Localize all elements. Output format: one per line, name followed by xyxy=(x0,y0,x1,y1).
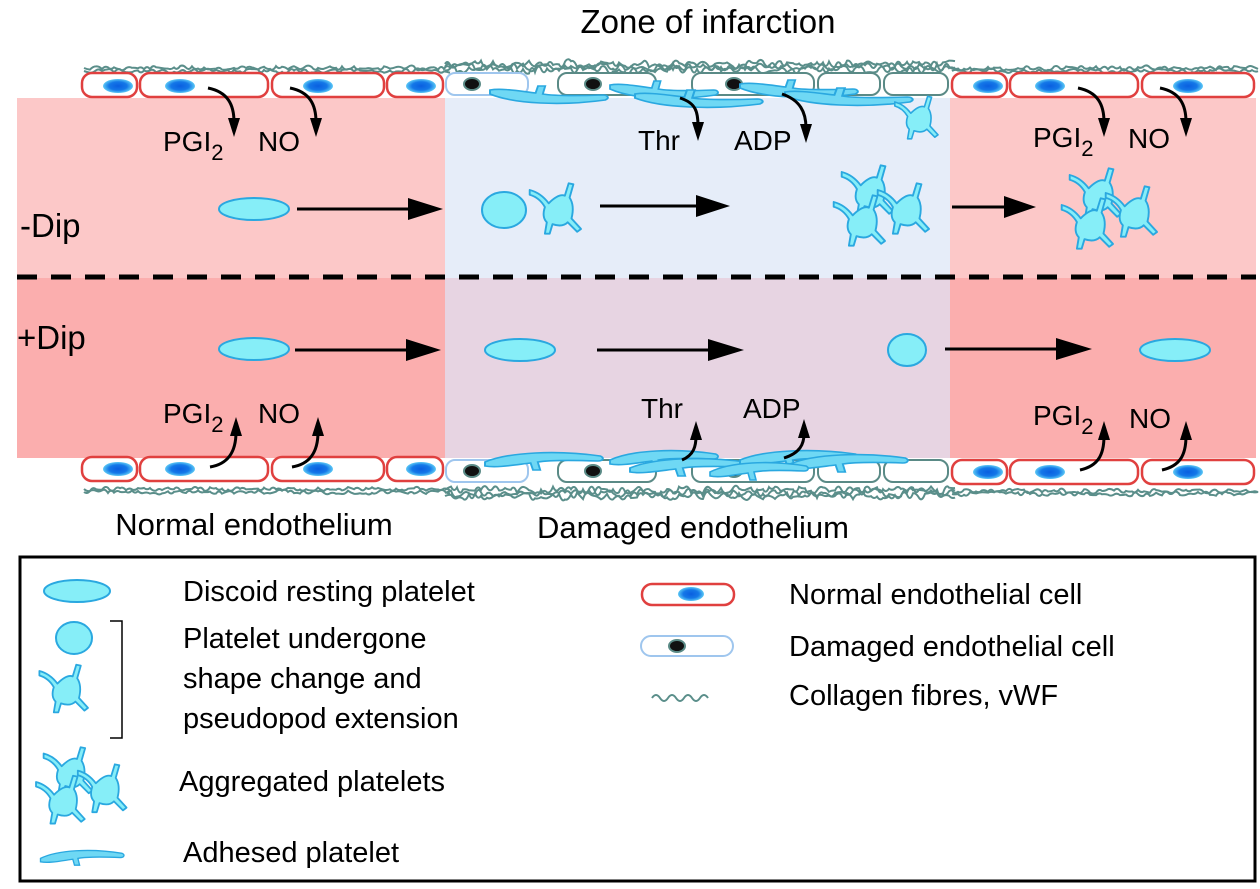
legend-adhesed-text: Adhesed platelet xyxy=(183,837,399,869)
pgi2-subscript: 2 xyxy=(211,140,223,165)
collagen-fibre xyxy=(951,490,1259,498)
damaged-endothelial-cell-icon xyxy=(640,635,734,657)
diagram-title: Zone of infarction xyxy=(581,3,836,40)
normal-endothelial-cell xyxy=(1008,458,1140,486)
legend-normal-cell-text: Normal endothelial cell xyxy=(789,579,1082,611)
flow-minus-dip xyxy=(218,165,1157,248)
legend-box xyxy=(18,555,1257,883)
normal-endothelial-cell xyxy=(138,455,270,483)
svg-text:PGI2: PGI2 xyxy=(1033,122,1093,161)
damaged-endothelial-cell xyxy=(883,459,949,483)
collagen-fibre xyxy=(83,485,451,493)
collagen-fibre xyxy=(83,488,451,496)
thrombin-label: Thr xyxy=(641,393,683,424)
normal-endothelium-label: Normal endothelium xyxy=(115,507,392,542)
no-label: NO xyxy=(258,126,300,157)
curved-arrow-icon xyxy=(1159,86,1188,123)
normal-endothelial-cell xyxy=(385,455,445,483)
row-label-plus-dip: +Dip xyxy=(17,319,86,356)
legend: Discoid resting platelet Platelet underg… xyxy=(18,555,1257,883)
flow-arrow xyxy=(952,196,1036,218)
normal-endothelial-cell xyxy=(80,71,139,99)
pgi2-label: PGI xyxy=(1033,400,1081,431)
legend-discoid-text: Discoid resting platelet xyxy=(183,576,475,608)
normal-endothelial-cell xyxy=(1140,71,1256,99)
legend-collagen-text: Collagen fibres, vWF xyxy=(789,680,1058,712)
damaged-endothelial-cell xyxy=(883,72,949,96)
collagen-fibres-top xyxy=(83,58,1259,76)
normal-endothelial-cell xyxy=(80,455,139,483)
discoid-platelet xyxy=(1139,338,1211,362)
collagen-fibre xyxy=(444,487,956,500)
curved-arrow-icon xyxy=(207,86,236,123)
collagen-fibre xyxy=(83,64,451,72)
normal-endothelial-cell xyxy=(950,71,1009,99)
svg-text:PGI2: PGI2 xyxy=(163,126,223,165)
normal-lumen-left-bottom xyxy=(17,278,445,458)
pgi2-label: PGI xyxy=(163,398,211,429)
flow-arrow xyxy=(597,339,744,361)
no-label: NO xyxy=(258,398,300,429)
collagen-fibre xyxy=(83,67,451,75)
pgi2-label: PGI xyxy=(1033,122,1081,153)
svg-text:PGI2: PGI2 xyxy=(163,398,223,437)
no-label: NO xyxy=(1129,403,1171,434)
legend-shape-change-line-2: shape change and xyxy=(183,663,422,695)
no-label: NO xyxy=(1128,123,1170,154)
normal-lumen-left-top xyxy=(17,98,445,278)
curved-arrow-icon xyxy=(289,86,318,123)
collagen-fibre xyxy=(951,64,1259,72)
flow-arrow xyxy=(295,339,441,361)
normal-endothelial-cell xyxy=(1140,458,1256,486)
mediator-labels-bottom: PGI2 NO Thr ADP PGI2 NO xyxy=(163,393,1171,439)
legend-shape-change-line-1: Platelet undergone xyxy=(183,623,426,655)
pgi2-subscript: 2 xyxy=(1081,414,1093,439)
spherical-platelet xyxy=(481,191,527,229)
damaged-endothelial-cell xyxy=(557,72,657,96)
adp-label: ADP xyxy=(734,125,792,156)
arrowheads-bottom xyxy=(230,417,1192,440)
arrowheads-top xyxy=(228,118,1192,143)
normal-endothelial-cell xyxy=(138,71,270,99)
collagen-fibre xyxy=(951,487,1259,495)
flow-arrow xyxy=(297,198,443,220)
legend-shape-change-line-3: pseudopod extension xyxy=(183,703,459,735)
normal-endothelial-cell xyxy=(270,71,386,99)
normal-endothelial-cell xyxy=(950,458,1009,486)
spherical-platelet-icon xyxy=(55,621,93,655)
bottom-endothelium xyxy=(80,455,1256,486)
collagen-fibre xyxy=(444,58,956,70)
collagen-fibres-bottom xyxy=(83,484,1259,502)
row-label-minus-dip: -Dip xyxy=(20,207,81,244)
normal-endothelial-cell xyxy=(385,71,445,99)
legend-aggregated-text: Aggregated platelets xyxy=(179,766,445,798)
discoid-platelet xyxy=(218,197,290,221)
normal-endothelial-cell xyxy=(270,455,386,483)
normal-endothelial-cell-icon xyxy=(640,582,736,607)
flow-plus-dip xyxy=(218,333,1211,367)
adp-label: ADP xyxy=(743,393,801,424)
legend-damaged-cell-text: Damaged endothelial cell xyxy=(789,631,1115,663)
spherical-platelet xyxy=(887,333,927,367)
collagen-fibre xyxy=(444,490,956,502)
mediator-labels-top: PGI2 NO Thr ADP PGI2 NO xyxy=(163,122,1170,165)
discoid-platelet xyxy=(484,338,556,362)
thrombin-label: Thr xyxy=(638,125,680,156)
pgi2-subscript: 2 xyxy=(211,412,223,437)
pgi2-subscript: 2 xyxy=(1081,136,1093,161)
flow-arrow xyxy=(600,195,730,217)
collagen-fibre-icon xyxy=(651,694,709,702)
pgi2-label: PGI xyxy=(163,126,211,157)
discoid-platelet-icon xyxy=(43,579,111,603)
svg-text:PGI2: PGI2 xyxy=(1033,400,1093,439)
normal-endothelial-cell xyxy=(1008,71,1140,99)
damaged-endothelium-label: Damaged endothelium xyxy=(537,510,849,545)
flow-arrow xyxy=(945,338,1092,360)
curved-arrow-icon xyxy=(1077,86,1106,123)
legend-bracket xyxy=(110,620,123,739)
discoid-platelet xyxy=(218,337,290,361)
